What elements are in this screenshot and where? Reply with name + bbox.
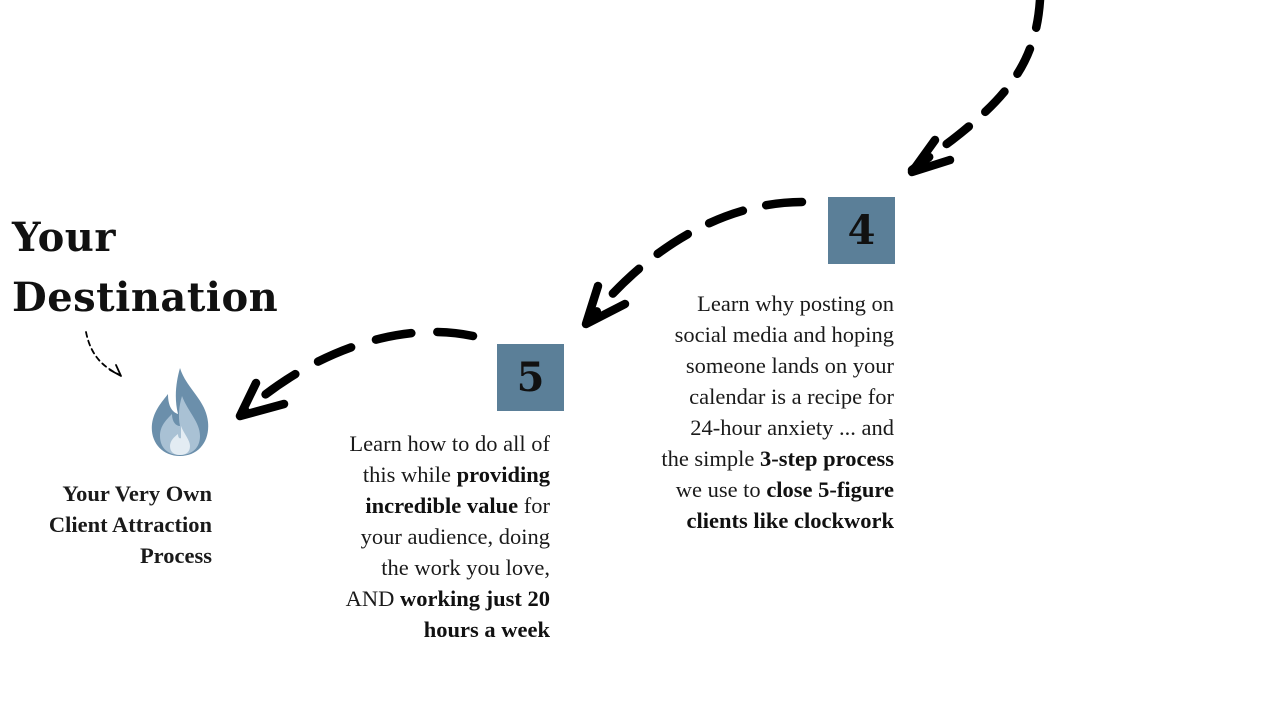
destination-caption-line2: Client Attraction [48, 512, 212, 537]
destination-title: Your Destination [12, 208, 278, 328]
arrow-step4-to-step5 [583, 197, 807, 327]
arrowhead-step5 [581, 281, 630, 329]
step-4-box: 4 [828, 197, 895, 264]
arrowhead-fire [109, 364, 122, 377]
step-4-text-2: we use to [675, 477, 767, 502]
fire-icon [151, 368, 209, 456]
step-5-text-2: for your audience, doing the work you lo… [345, 493, 550, 611]
arrowhead-destination [235, 378, 289, 421]
destination-caption-line3: Process [139, 543, 212, 568]
step-4-caption: Learn why posting on social media and ho… [660, 288, 894, 536]
destination-caption-line1: Your Very Own [62, 481, 212, 506]
step-4-number: 4 [847, 207, 876, 254]
step-5-caption: Learn how to do all of this while provid… [330, 428, 550, 645]
step-5-box: 5 [497, 344, 564, 411]
arrow-title-to-fire [85, 331, 121, 376]
step-5-emphasis-2: working just 20 hours a week [399, 586, 550, 642]
step-5-text-1: Learn how to do all of this while [349, 431, 550, 487]
step-4-emphasis-1: 3-step process [760, 446, 894, 471]
destination-caption: Your Very Own Client Attraction Process [14, 478, 212, 571]
step-5-emphasis-1: providing incredible value [365, 462, 550, 518]
arrowhead-step4 [907, 135, 955, 177]
destination-title-line1: Your [12, 214, 116, 261]
arrow-step5-to-destination [237, 327, 478, 419]
step-4-text-1: Learn why posting on social media and ho… [661, 291, 894, 471]
step-5-number: 5 [516, 354, 545, 401]
step-4-emphasis-2: close 5-figure clients like clockwork [686, 477, 894, 533]
destination-title-line2: Destination [12, 274, 279, 321]
